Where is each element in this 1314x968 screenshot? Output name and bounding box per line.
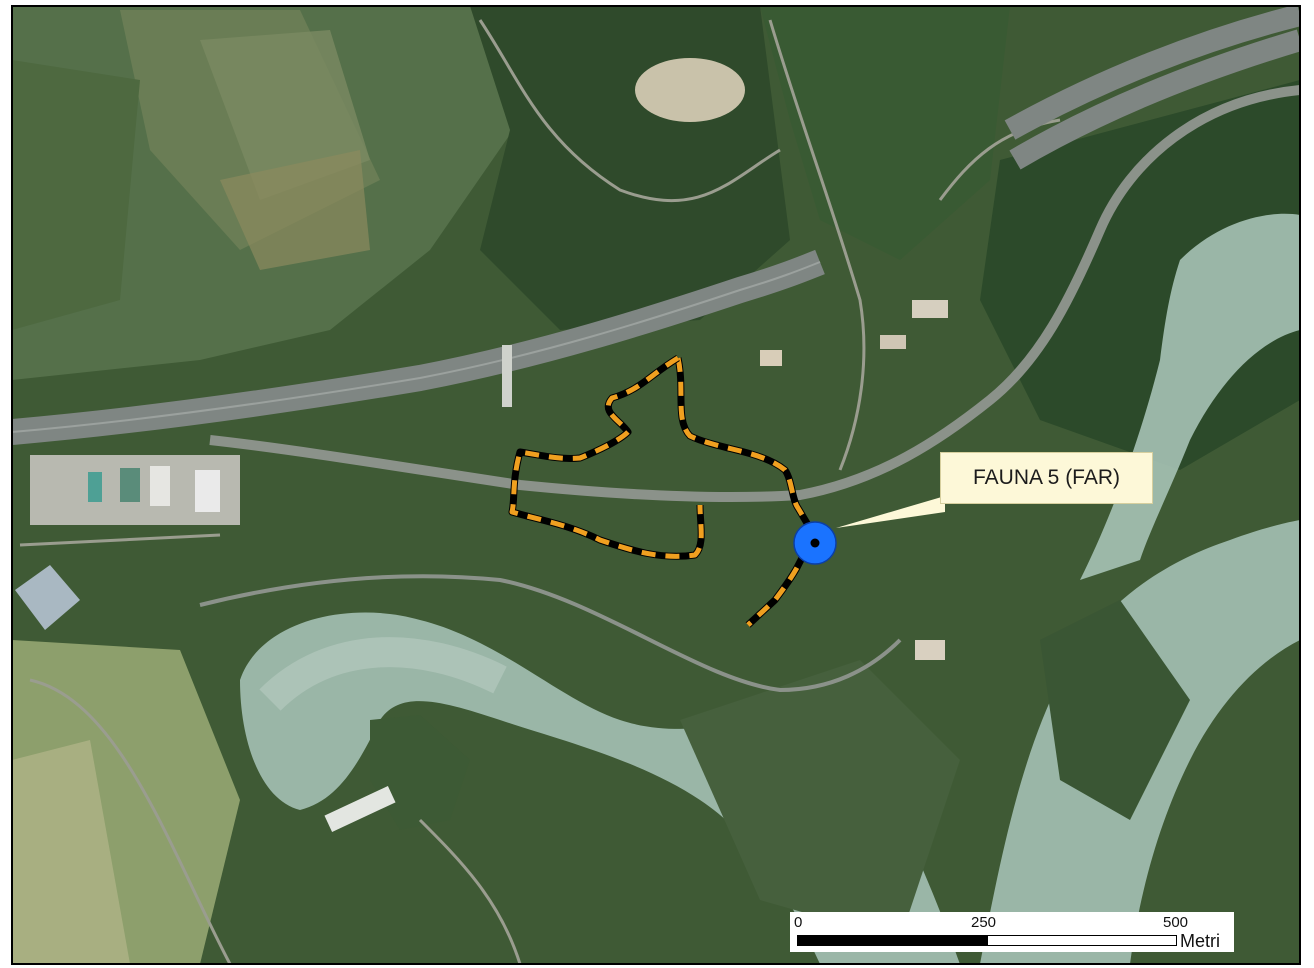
road xyxy=(478,19,781,202)
building xyxy=(15,565,80,630)
road xyxy=(209,85,1300,502)
quarry-area xyxy=(635,58,745,122)
road xyxy=(29,678,232,964)
building xyxy=(915,640,945,660)
road xyxy=(19,533,221,547)
building xyxy=(120,468,140,502)
river-bank xyxy=(259,637,507,711)
scale-track xyxy=(797,935,1177,946)
dam xyxy=(324,786,396,832)
callout-pointer xyxy=(836,496,945,528)
building xyxy=(760,350,782,366)
building xyxy=(195,470,220,512)
scale-unit: Metri xyxy=(1180,931,1220,951)
field-area xyxy=(12,60,140,330)
scale-tick-500: 500 xyxy=(1163,914,1189,931)
marker-label-text: FAUNA 5 (FAR) xyxy=(972,466,1121,489)
highway xyxy=(12,261,821,433)
building xyxy=(150,466,170,506)
map-border xyxy=(11,5,1301,965)
road xyxy=(199,574,902,693)
scale-segment xyxy=(798,936,988,945)
scale-tick-0: 0 xyxy=(794,914,803,931)
building xyxy=(88,472,102,502)
highway xyxy=(1004,6,1300,140)
marker-label: FAUNA 5 (FAR) xyxy=(940,452,1153,504)
road xyxy=(768,19,866,471)
field-area xyxy=(1040,600,1190,820)
road xyxy=(418,818,522,964)
field-area xyxy=(680,660,960,940)
scale-tick-250: 250 xyxy=(971,914,997,931)
overpass xyxy=(502,345,512,407)
field-area xyxy=(220,150,370,270)
building xyxy=(912,300,948,318)
forest-area xyxy=(760,6,1010,260)
location-pin-icon[interactable] xyxy=(793,521,837,565)
building xyxy=(880,335,906,349)
field-area xyxy=(12,740,130,964)
scale-bar: 0 250 500 Metri xyxy=(790,912,1234,952)
highway xyxy=(1009,29,1300,170)
